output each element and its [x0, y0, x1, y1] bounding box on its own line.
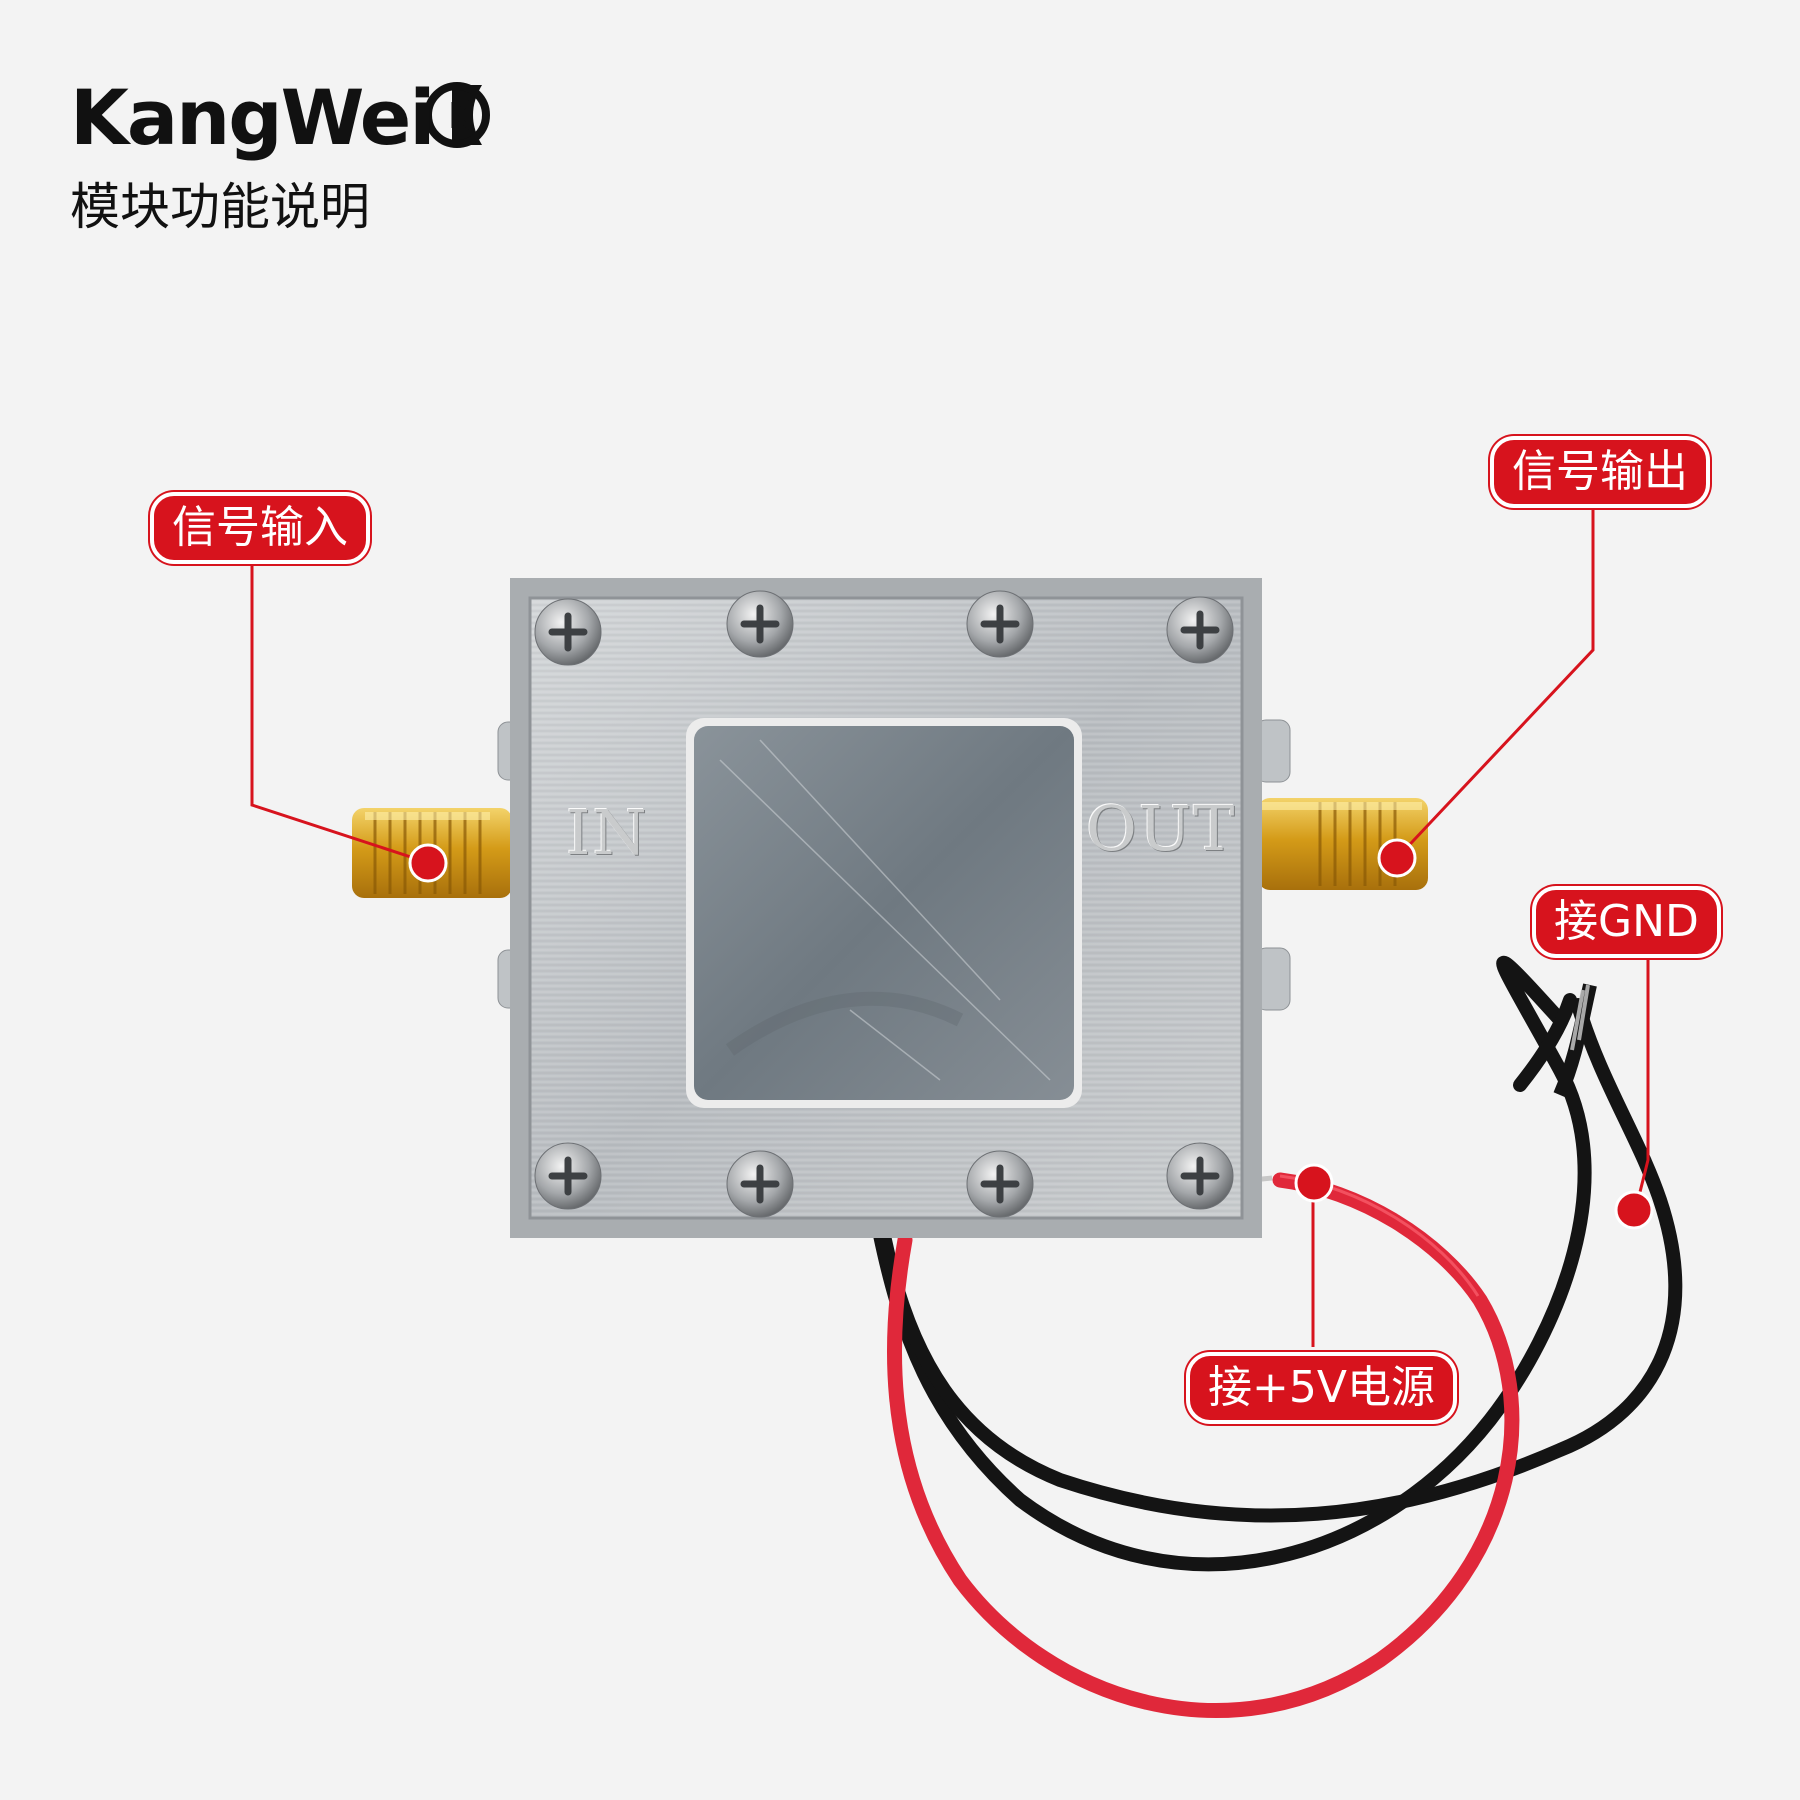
page-subtitle: 模块功能说明: [70, 178, 370, 236]
black-wire-main: [878, 998, 1683, 1523]
amplifier-housing: [510, 578, 1262, 1238]
shield-lid: [686, 718, 1082, 1108]
callout-signal-output: 信号输出: [1490, 436, 1710, 508]
callout-ground: 接GND: [1532, 886, 1721, 958]
callout-signal-input: 信号输入: [150, 492, 370, 564]
red-wire: [887, 1172, 1520, 1718]
callout-power: 接+5V电源: [1186, 1352, 1457, 1424]
screws: [534, 590, 1234, 1218]
engraved-out-label: OUT: [1086, 792, 1237, 865]
kangwei-logo-mark: [424, 82, 490, 148]
black-wire-stub: [1513, 993, 1577, 1092]
brand-logo: KangWei: [70, 73, 435, 162]
bare-strands: [1570, 984, 1590, 1051]
engraved-in-label: IN: [566, 796, 649, 869]
black-wire: [873, 955, 1592, 1572]
leader-dots: [408, 838, 1654, 1230]
